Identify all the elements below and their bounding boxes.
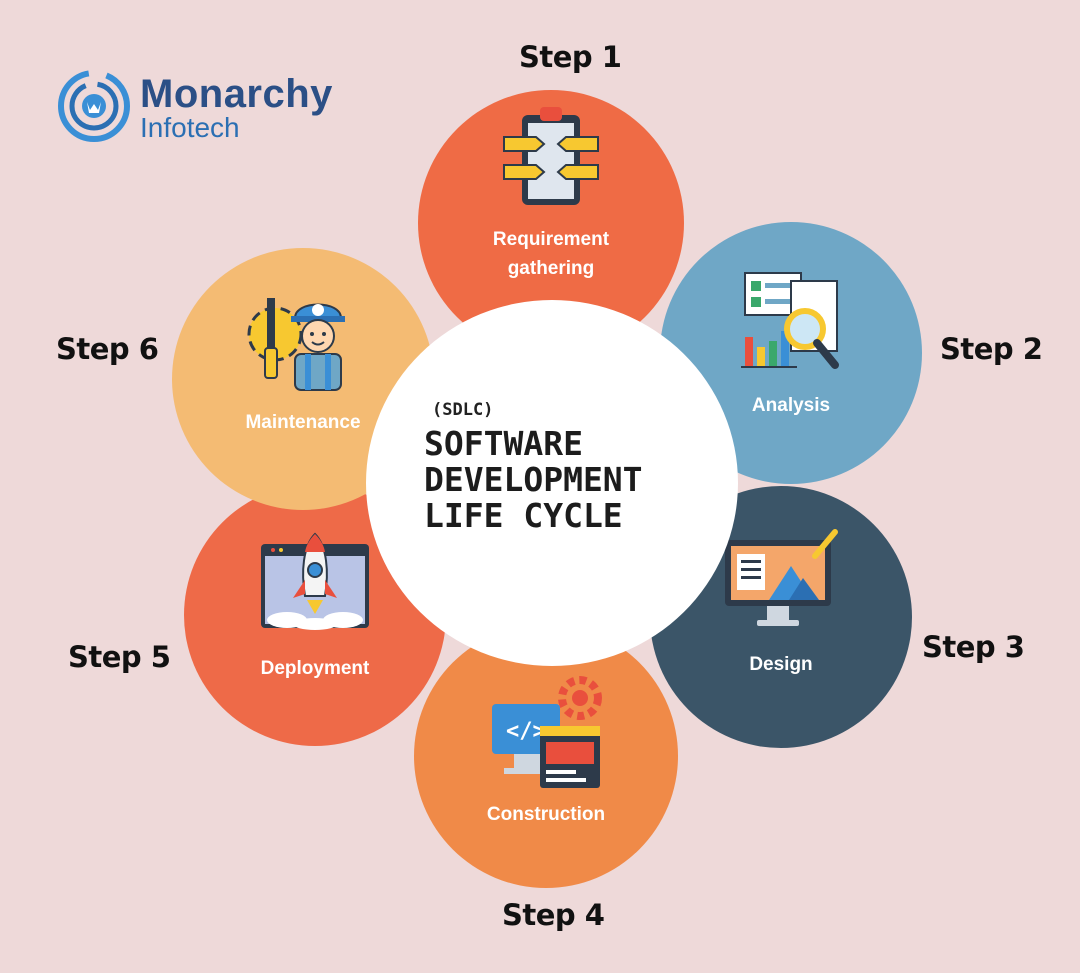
step-4-label: Construction [486, 803, 606, 825]
title-line-2: DEVELOPMENT [424, 460, 643, 499]
engineer-icon [247, 297, 345, 391]
center-title-circle: (SDLC) SOFTWARE DEVELOPMENT LIFE CYCLE [366, 300, 738, 666]
clipboard-arrows-icon [503, 107, 599, 205]
svg-text:</>: </> [506, 719, 546, 744]
step-1-label-line-1: Requirement [492, 229, 610, 250]
step-6-label: Maintenance [245, 411, 361, 433]
brand-logo: Monarchy Infotech [56, 68, 336, 148]
step-2-label: Analysis [751, 394, 831, 416]
monitor-design-icon [725, 528, 838, 626]
monarchy-logo-icon [58, 70, 130, 142]
title-line-1: SOFTWARE [424, 424, 583, 463]
step-4-title: Step 4 [502, 898, 605, 932]
document-magnifier-icon [741, 271, 839, 369]
step-3-title: Step 3 [922, 630, 1025, 664]
code-window-icon: </> [492, 675, 602, 788]
rocket-window-icon [261, 532, 369, 630]
brand-name: Monarchy [140, 72, 333, 116]
petal-step-4: </> Construction [414, 624, 678, 888]
step-5-title: Step 5 [68, 640, 171, 674]
step-1-label-line-2: gathering [507, 258, 595, 279]
diagram-title: SOFTWARE DEVELOPMENT LIFE CYCLE [424, 426, 643, 534]
step-1-title: Step 1 [519, 40, 622, 74]
brand-subname: Infotech [140, 112, 240, 143]
sdlc-abbreviation: (SDLC) [432, 400, 494, 420]
step-6-title: Step 6 [56, 332, 159, 366]
step-5-label: Deployment [260, 657, 370, 679]
step-2-title: Step 2 [940, 332, 1043, 366]
petal-step-2: Analysis [660, 222, 922, 484]
step-3-label: Design [749, 653, 813, 675]
title-line-3: LIFE CYCLE [424, 496, 623, 535]
